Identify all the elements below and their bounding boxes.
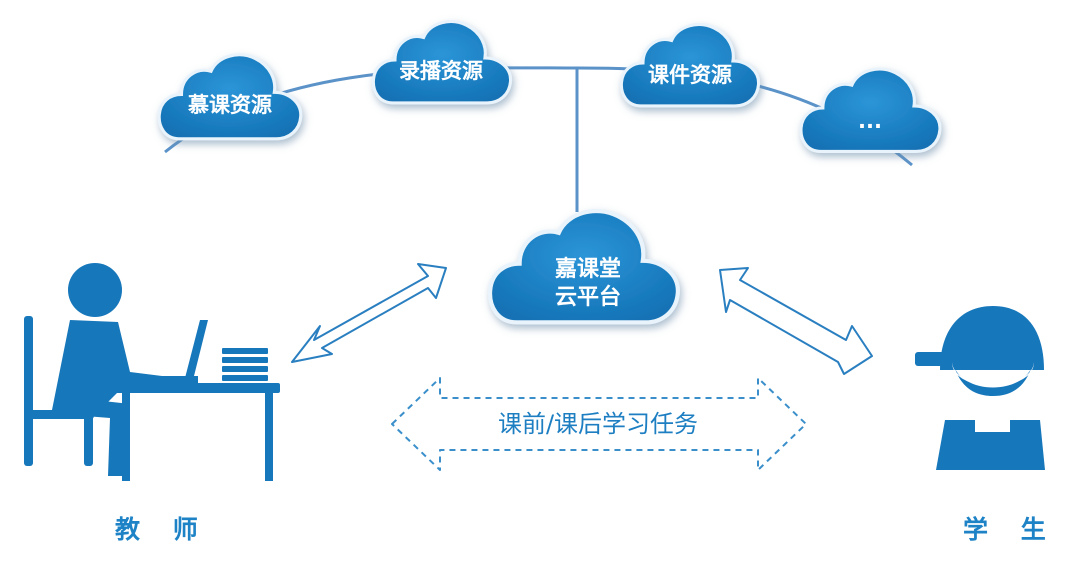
- recorded-resources-label: 录播资源: [399, 59, 483, 83]
- more-resources-label: ...: [858, 109, 882, 133]
- platform-label-line2: 云平台: [555, 284, 621, 310]
- mooc-resources-label: 慕课资源: [187, 93, 272, 117]
- student-label: 学 生: [963, 515, 1058, 544]
- teacher-platform-arrow: [291, 263, 447, 363]
- task-dashed-arrow: [391, 377, 807, 471]
- teacher-icon: [24, 263, 280, 481]
- courseware-resources-label: 课件资源: [648, 63, 732, 87]
- task-label: 课前/课后学习任务: [498, 410, 698, 438]
- student-icon: [915, 306, 1045, 470]
- teacher-label: 教 师: [115, 515, 210, 544]
- student-platform-arrow: [719, 267, 873, 375]
- platform-label-line1: 嘉课堂: [555, 257, 621, 282]
